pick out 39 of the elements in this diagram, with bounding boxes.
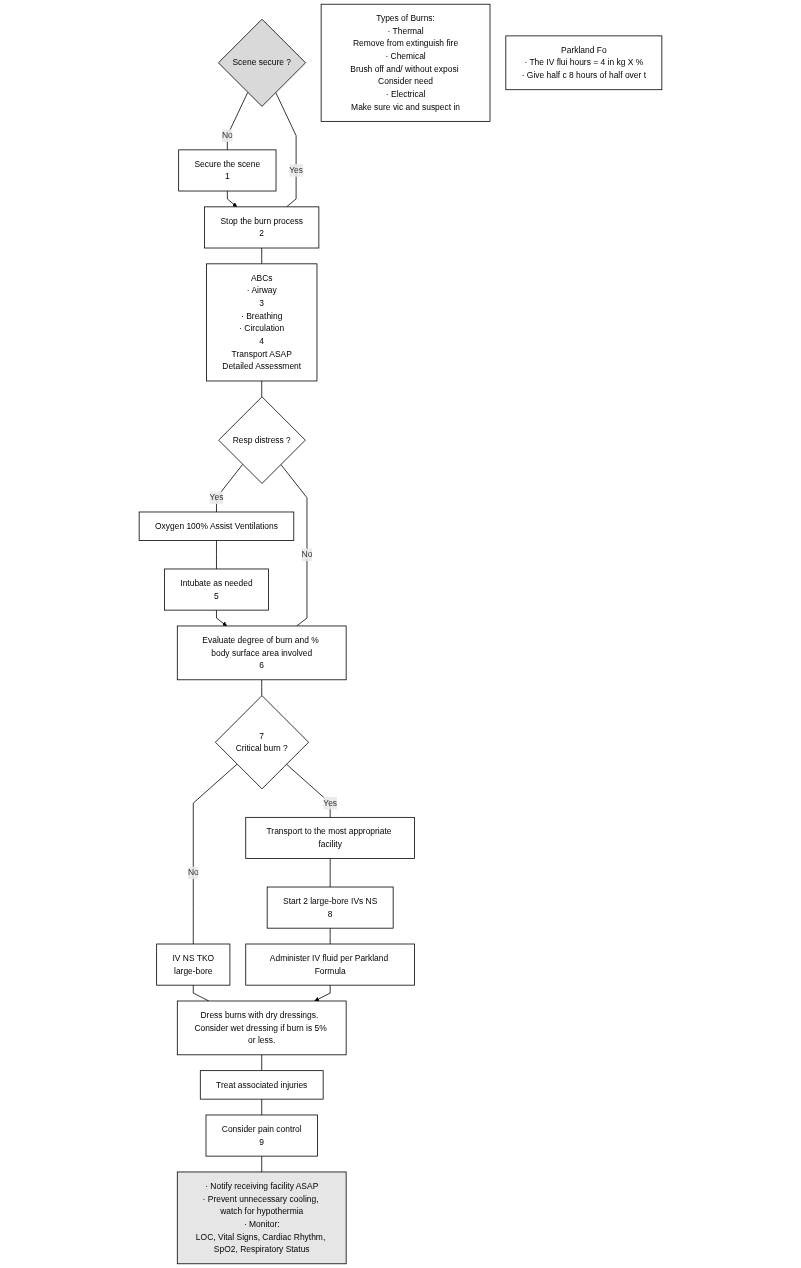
- connector: [261, 1098, 263, 1116]
- edge-label: No: [301, 549, 313, 559]
- node-box: Intubate as needed 5: [164, 568, 269, 611]
- edge-label: No: [221, 130, 233, 140]
- node-box: · Notify receiving facility ASAP · Prevent unnecessary cooling, watch for hypothermia · Monitor: LOC, Vital Signs, Cardiac Rhythm, SpO2, Respiratory Status: [176, 1171, 347, 1265]
- connector: [329, 858, 331, 888]
- node-box: ABCs · Airway 3 · Breathing · Circulation 4 Transport ASAP Detailed Assessment: [206, 263, 318, 382]
- connector: [192, 763, 238, 945]
- edge-label: Yes: [323, 798, 338, 808]
- node-box: Treat associated injuries: [199, 1070, 324, 1100]
- connector: [329, 927, 331, 945]
- node-box: Oxygen 100% Assist Ventilations: [138, 511, 295, 541]
- node-diamond: 7 Critical burn ?: [214, 695, 309, 790]
- edge-label: Yes: [209, 492, 224, 502]
- node-box: Transport to the most appropriate facility: [245, 816, 415, 859]
- node-box: Consider pain control 9: [205, 1114, 318, 1157]
- node-box: IV NS TKO large-bore: [156, 943, 231, 986]
- node-diamond: Resp distress ?: [218, 396, 306, 484]
- node-diamond: Scene secure ?: [218, 18, 306, 107]
- node-box: Evaluate degree of burn and % body surface area involved 6: [176, 625, 347, 681]
- connector: [261, 1054, 263, 1072]
- connector: [226, 92, 249, 151]
- connector: [280, 464, 308, 627]
- edge-label: No: [187, 868, 199, 877]
- connector: [261, 1155, 263, 1173]
- node-box: Types of Burns: · Thermal Remove from extinguish fire · Chemical Brush off and/ without exposi Consider need · Electrical Make sure vic and suspect in: [320, 3, 491, 122]
- connector: [261, 679, 263, 696]
- connector: [216, 540, 217, 570]
- connector: [261, 247, 263, 265]
- connector: [275, 92, 297, 208]
- node-box: Administer IV fluid per Parkland Formula: [245, 943, 415, 986]
- node-box: Secure the scene 1: [178, 149, 277, 192]
- edge-label: Yes: [289, 165, 303, 175]
- node-box: Parkland Fo · The IV flui hours = 4 in kg X % · Give half c 8 hours of half over t: [505, 35, 663, 91]
- connector: [216, 464, 244, 513]
- node-box: Start 2 large-bore IVs NS 8: [266, 886, 394, 929]
- connector: [261, 380, 263, 398]
- node-box: Dress burns with dry dressings. Consider wet dressing if burn is 5% or less.: [176, 1000, 347, 1056]
- node-box: Stop the burn process 2: [204, 206, 320, 249]
